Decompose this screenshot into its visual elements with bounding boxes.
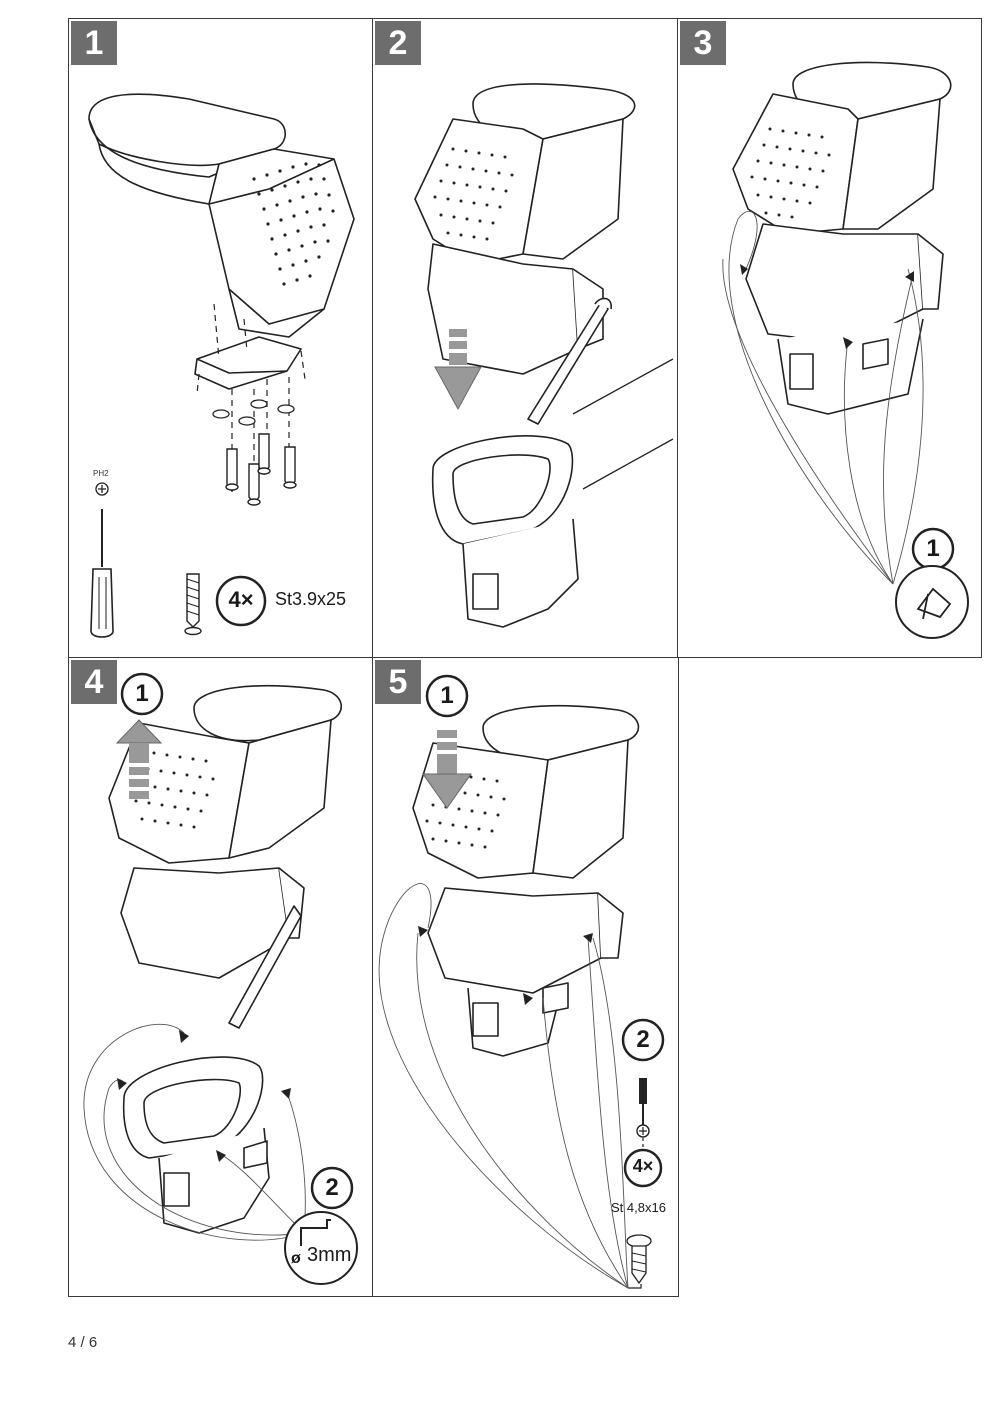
sub-step-2-badge [310,1166,354,1210]
screws-group [225,433,297,506]
screw-spec-label: St 4,8x16 [611,1200,666,1215]
perforation-pattern [252,162,335,286]
step-1-illustration [88,93,355,638]
down-arrow-icon [434,329,482,411]
screw-icon [184,573,202,636]
drill-symbol: ø [291,1250,301,1267]
page-number: 4 / 6 [68,1334,98,1351]
screw-count-label: 4× [632,1156,654,1176]
drill-size-label: 3mm [307,1244,352,1266]
sub-step-2-badge [621,1018,665,1062]
step-2-number: 2 [375,21,421,65]
sub-step-2-label: 2 [636,1026,650,1053]
step-5-number: 5 [375,660,421,704]
step-1-number: 1 [71,21,117,65]
screw-spec-label: St3.9x25 [275,589,347,609]
screw-count-badge [623,1148,663,1188]
screw-count-badge [215,575,267,627]
step-2-panel: 2 [372,18,679,658]
screw-count-label: 4× [228,587,254,612]
step-3-number: 3 [680,21,726,65]
screw-icon [626,1234,652,1285]
screwdriver-size-label: PH2 [93,469,109,478]
sub-step-1-badge [425,674,469,718]
drill-icon [284,1211,358,1285]
step-4-panel: 4 [68,657,373,1297]
sub-step-1-label: 1 [135,680,149,707]
step-5-panel: 5 [372,657,679,1297]
step-1-panel: 1 [68,18,373,658]
push-hand-icon [895,565,969,639]
sub-step-1-label: 1 [926,535,940,562]
sub-step-1-badge [120,672,164,716]
down-arrow-icon [422,730,472,809]
screwdriver-icon [636,1078,650,1138]
step-3-panel: 3 [677,18,982,658]
screwdriver-icon [90,482,114,638]
step-4-number: 4 [71,660,117,704]
sub-step-2-label: 2 [325,1174,339,1201]
step-3-illustration [722,61,969,639]
step-5-illustration [378,674,665,1289]
up-arrow-icon [115,719,163,799]
sub-step-1-label: 1 [440,682,454,709]
step-4-illustration [83,672,358,1285]
step-2-illustration [414,83,674,628]
